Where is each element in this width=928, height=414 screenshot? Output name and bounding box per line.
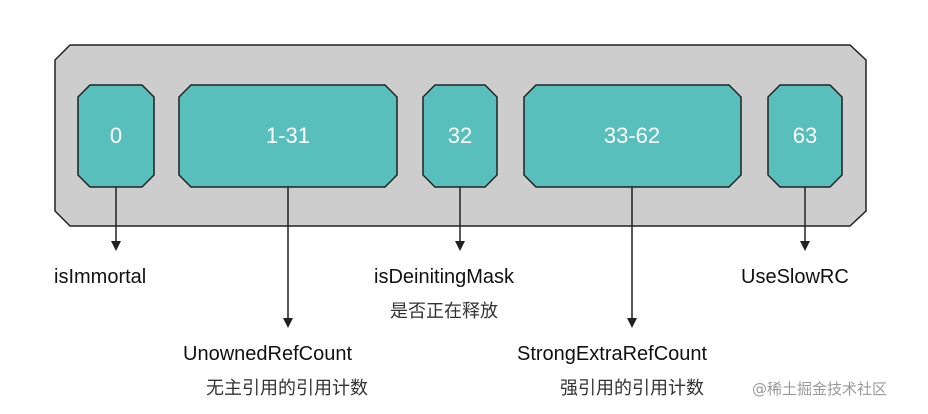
field-name-isDeinitingMask: isDeinitingMask (374, 266, 515, 288)
field-name-unowned-refcount: UnownedRefCount (183, 343, 352, 365)
field-desc-unowned-refcount: 无主引用的引用计数 (206, 378, 368, 399)
field-name-useSlowRC: UseSlowRC (741, 266, 849, 288)
cell-bits-label: 0 (110, 123, 122, 148)
cell-bit-0 (77, 84, 155, 188)
field-name-strong-extra-refcount: StrongExtraRefCount (517, 343, 708, 365)
cell-bits-label: 1-31 (266, 123, 310, 148)
cell-bits-label: 32 (448, 123, 472, 148)
field-desc-strong-extra-refcount: 强引用的引用计数 (560, 378, 704, 399)
cell-bits-label: 33-62 (604, 123, 660, 148)
field-desc-isDeinitingMask: 是否正在释放 (390, 301, 498, 322)
cell-bits-33-62 (523, 84, 742, 188)
field-name-isImmortal: isImmortal (54, 266, 147, 288)
cell-bit-32 (422, 84, 498, 188)
cell-bit-63 (767, 84, 843, 188)
cell-bits-label: 63 (793, 123, 817, 148)
watermark: @稀土掘金技术社区 (752, 380, 888, 398)
cell-bits-1-31 (178, 84, 398, 188)
